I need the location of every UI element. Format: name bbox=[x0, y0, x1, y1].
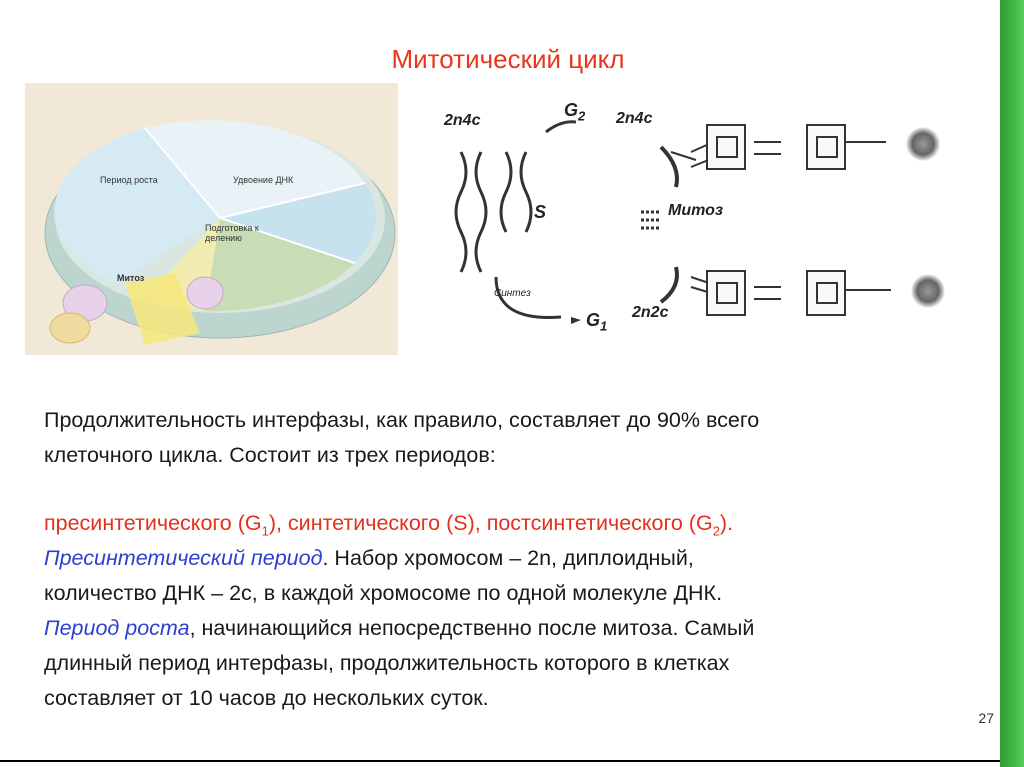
label-g1: G1 bbox=[586, 310, 607, 334]
cell-diagram-1 bbox=[706, 124, 746, 170]
p1-line1: Продолжительность интерфазы, как правило… bbox=[44, 403, 999, 438]
p1-line2: клеточного цикла. Состоит из трех период… bbox=[44, 438, 999, 473]
pie-label-growth: Период роста bbox=[100, 175, 158, 185]
presynthetic-paragraph: Пресинтетический период. Набор хромосом … bbox=[44, 541, 999, 611]
label-2n4c-left: 2n4c bbox=[444, 112, 480, 130]
pie-label-mitosis: Митоз bbox=[117, 273, 144, 283]
label-g2: G2 bbox=[564, 100, 585, 124]
presynthetic-term: Пресинтетический период bbox=[44, 546, 322, 570]
page-number: 27 bbox=[978, 710, 994, 726]
interphase-paragraph: Продолжительность интерфазы, как правило… bbox=[44, 403, 999, 473]
cell-diagram-2 bbox=[806, 124, 846, 170]
growth-period-term: Период роста bbox=[44, 616, 190, 640]
mitotic-cycle-diagram: 2n4c G2 2n4c S Митоз G1 2n2c Синтез bbox=[436, 92, 996, 342]
accent-bar bbox=[1000, 0, 1024, 767]
cell-cycle-pie-figure: Период роста Удвоение ДНК Подготовка к д… bbox=[25, 83, 398, 355]
label-s-phase: S bbox=[534, 202, 546, 223]
cell-diagram-3 bbox=[706, 270, 746, 316]
pie-graphic bbox=[25, 83, 398, 355]
slide-title: Митотический цикл bbox=[0, 44, 1016, 75]
label-2n4c-mid: 2n4c bbox=[616, 110, 652, 128]
pie-label-prep: Подготовка к делению bbox=[205, 223, 275, 243]
chromosome-cluster-2 bbox=[911, 274, 945, 308]
label-2n2c: 2n2c bbox=[632, 304, 668, 322]
pie-label-dna: Удвоение ДНК bbox=[233, 175, 293, 185]
label-synthesis-arrow: Синтез bbox=[494, 288, 531, 299]
chromosome-cluster-1 bbox=[906, 127, 940, 161]
label-mitosis: Митоз bbox=[668, 202, 723, 220]
cell-diagram-4 bbox=[806, 270, 846, 316]
growth-period-paragraph: Период роста, начинающийся непосредствен… bbox=[44, 611, 999, 716]
